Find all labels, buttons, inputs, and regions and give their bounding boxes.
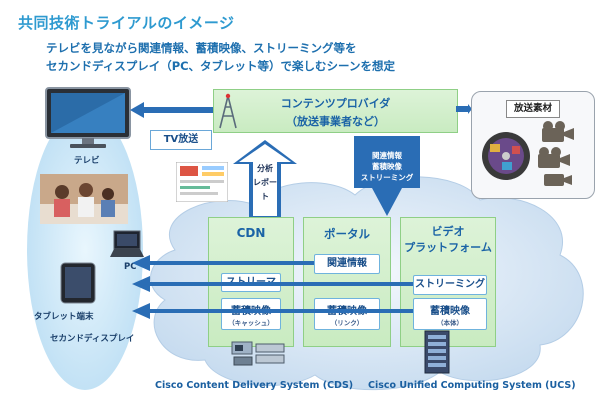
info-line-1: 関連情報 [372, 151, 402, 160]
broadcast-material-label: 放送素材 [506, 100, 560, 118]
cdn-cache-box: 蓄積映像 （キャッシュ） [221, 298, 281, 330]
tv-broadcast-arrow [130, 102, 220, 118]
pc-icon [110, 230, 144, 257]
analysis-arrow-label: 分析 レポート [250, 162, 280, 204]
tablet-label: タブレット端末 [34, 312, 94, 322]
cds-hardware-icons [231, 341, 285, 366]
tv-icon [45, 87, 131, 148]
portal-title: ポータル [324, 227, 370, 241]
material-arrow [456, 104, 472, 114]
tv-label: テレビ [74, 156, 100, 166]
video-streaming-box: ストリーミング [413, 275, 487, 295]
antenna-icon [219, 93, 237, 129]
cdn-streamer-box: ストリーマ [221, 273, 281, 292]
portal-stored-box: 蓄積映像 （リンク） [314, 298, 380, 330]
content-down-arrow [354, 136, 420, 216]
info-line-3: ストリーミング [360, 173, 414, 182]
cdn-cache-sub: （キャッシュ） [228, 319, 274, 327]
film-and-camera-icons [482, 121, 574, 186]
tablet-icon [60, 262, 96, 304]
analysis-line-2: レポート [253, 178, 277, 201]
caption-ucs: Cisco Unified Computing System (UCS) [368, 380, 576, 391]
video-platform-title-2: プラットフォーム [404, 241, 492, 254]
subtitle-line-2: セカンドディスプレイ（PC、タブレット等）で楽しむシーンを想定 [46, 59, 395, 73]
content-arrow-label: 関連情報 蓄積映像 ストリーミング [356, 150, 418, 183]
caption-cds: Cisco Content Delivery System (CDS) [155, 380, 354, 391]
analysis-line-1: 分析 [257, 164, 273, 173]
portal-stored-title: 蓄積映像 [327, 306, 367, 317]
portal-related-box: 関連情報 [314, 254, 380, 274]
portal-stored-sub: （リンク） [330, 319, 364, 327]
cdn-cache-title: 蓄積映像 [231, 306, 271, 317]
video-stored-box: 蓄積映像 （本体） [413, 298, 487, 330]
pc-label: PC [124, 262, 137, 272]
analysis-up-arrow [233, 140, 297, 220]
subtitle-line-1: テレビを見ながら関連情報、蓄積映像、ストリーミング等を [46, 41, 357, 55]
analytics-report-thumbnail [176, 162, 228, 202]
info-line-2: 蓄積映像 [372, 162, 402, 171]
provider-line-1: コンテンツプロバイダ [280, 97, 391, 110]
second-display-label: セカンドディスプレイ [50, 334, 135, 344]
family-photo [40, 174, 128, 224]
tv-broadcast-label: TV放送 [150, 130, 212, 150]
video-stored-title: 蓄積映像 [430, 306, 470, 317]
video-stored-sub: （本体） [437, 319, 463, 327]
content-provider-box: コンテンツプロバイダ （放送事業者など） [213, 89, 458, 133]
cdn-title: CDN [236, 226, 266, 240]
page-title: 共同技術トライアルのイメージ [18, 14, 235, 32]
ucs-server-icon [424, 330, 450, 374]
provider-line-2: （放送事業者など） [286, 115, 385, 128]
video-platform-title-1: ビデオ [431, 225, 465, 238]
